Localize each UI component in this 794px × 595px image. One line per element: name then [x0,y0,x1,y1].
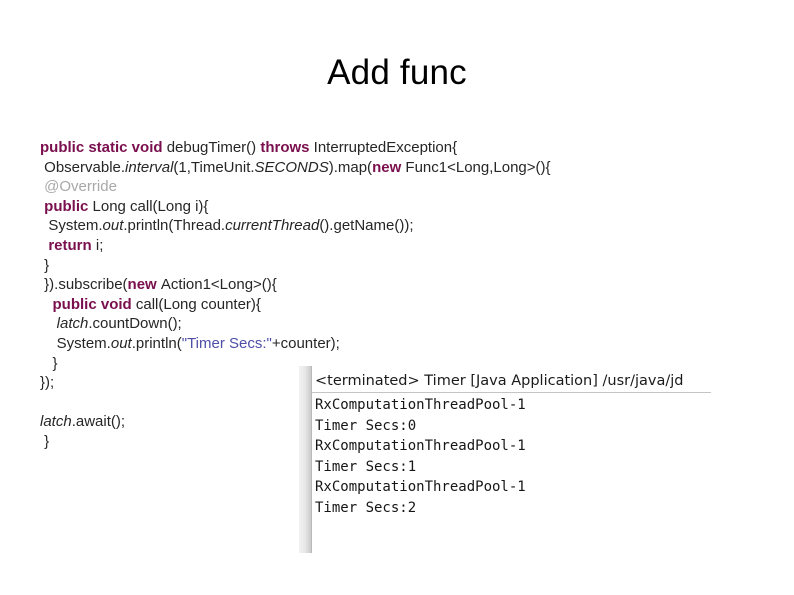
page-title: Add func [327,53,467,92]
code-line: } [40,354,760,374]
code-line: } [40,432,760,452]
code-token: .await(); [71,413,126,431]
code-line: latch.countDown(); [40,314,760,334]
console-launch-header: <terminated> Timer [Java Application] /u… [312,370,711,393]
code-line: public Long call(Long i){ [40,197,760,217]
code-line: }); [40,373,760,393]
code-block: public static void debugTimer() throws I… [40,138,760,452]
console-output-line: RxComputationThreadPool-1 [315,479,526,496]
code-line: System.out.println("Timer Secs:"+counter… [40,334,760,354]
code-token: Action1<Long>(){ [160,276,277,294]
code-token: (1,TimeUnit. [173,158,255,176]
code-line: System.out.println(Thread.currentThread(… [40,216,760,236]
code-line: @Override [40,177,760,197]
code-token: System. [40,334,111,352]
console-screenshot: <terminated> Timer [Java Application] /u… [299,366,711,553]
code-token: Func1<Long,Long>(){ [405,158,551,176]
code-token: System. [40,217,103,235]
console-output-line: Timer Secs:2 [315,499,417,516]
code-token: .countDown(); [88,315,182,333]
console-body: <terminated> Timer [Java Application] /u… [312,366,711,553]
code-token: new [372,158,406,176]
code-token: i; [95,236,104,254]
code-line: return i; [40,236,760,256]
code-token: debugTimer() [166,139,261,156]
code-token: public [44,197,93,215]
console-output-line: RxComputationThreadPool-1 [315,397,526,413]
code-token: Long call(Long i){ [92,197,209,215]
code-token: +counter); [271,334,340,352]
code-token: InterruptedException{ [313,139,458,156]
code-token: call(Long counter){ [135,295,261,313]
code-token: interval [125,158,174,176]
code-line: } [40,256,760,276]
code-token: } [40,354,58,372]
code-line: }).subscribe(new Action1<Long>(){ [40,275,760,295]
code-token [40,315,57,332]
console-output-line: Timer Secs:0 [315,417,417,434]
code-token: return [48,236,96,254]
code-line: public void call(Long counter){ [40,295,760,315]
code-token: .println(Thread. [123,217,226,235]
console-output-line: Timer Secs:1 [315,458,417,475]
code-token: Observable. [40,158,126,176]
code-line: latch.await(); [40,412,760,432]
code-token: "Timer Secs:" [181,334,272,352]
code-token: ).map( [328,158,373,176]
code-token [40,296,53,313]
code-token: throws [260,139,314,156]
code-token: latch [56,315,89,333]
code-line: Observable.interval(1,TimeUnit.SECONDS).… [40,158,760,178]
code-line: public static void debugTimer() throws I… [40,138,760,158]
code-token: new [127,276,161,294]
code-token: } [40,432,50,450]
console-output-line: RxComputationThreadPool-1 [315,438,526,455]
console-gutter [299,366,312,553]
code-token: }); [40,374,55,392]
code-token: currentThread [225,217,320,235]
code-token: public void [52,295,136,313]
code-token: .println( [131,334,182,352]
code-token: public static void [40,139,167,156]
code-token: SECONDS [254,158,329,176]
code-token: out [102,217,124,235]
code-token: ().getName()); [319,217,414,235]
code-token: }).subscribe( [40,276,128,294]
code-token: latch [40,413,72,431]
code-token: } [40,256,50,274]
code-token: @Override [40,178,117,196]
code-token: out [110,334,132,352]
